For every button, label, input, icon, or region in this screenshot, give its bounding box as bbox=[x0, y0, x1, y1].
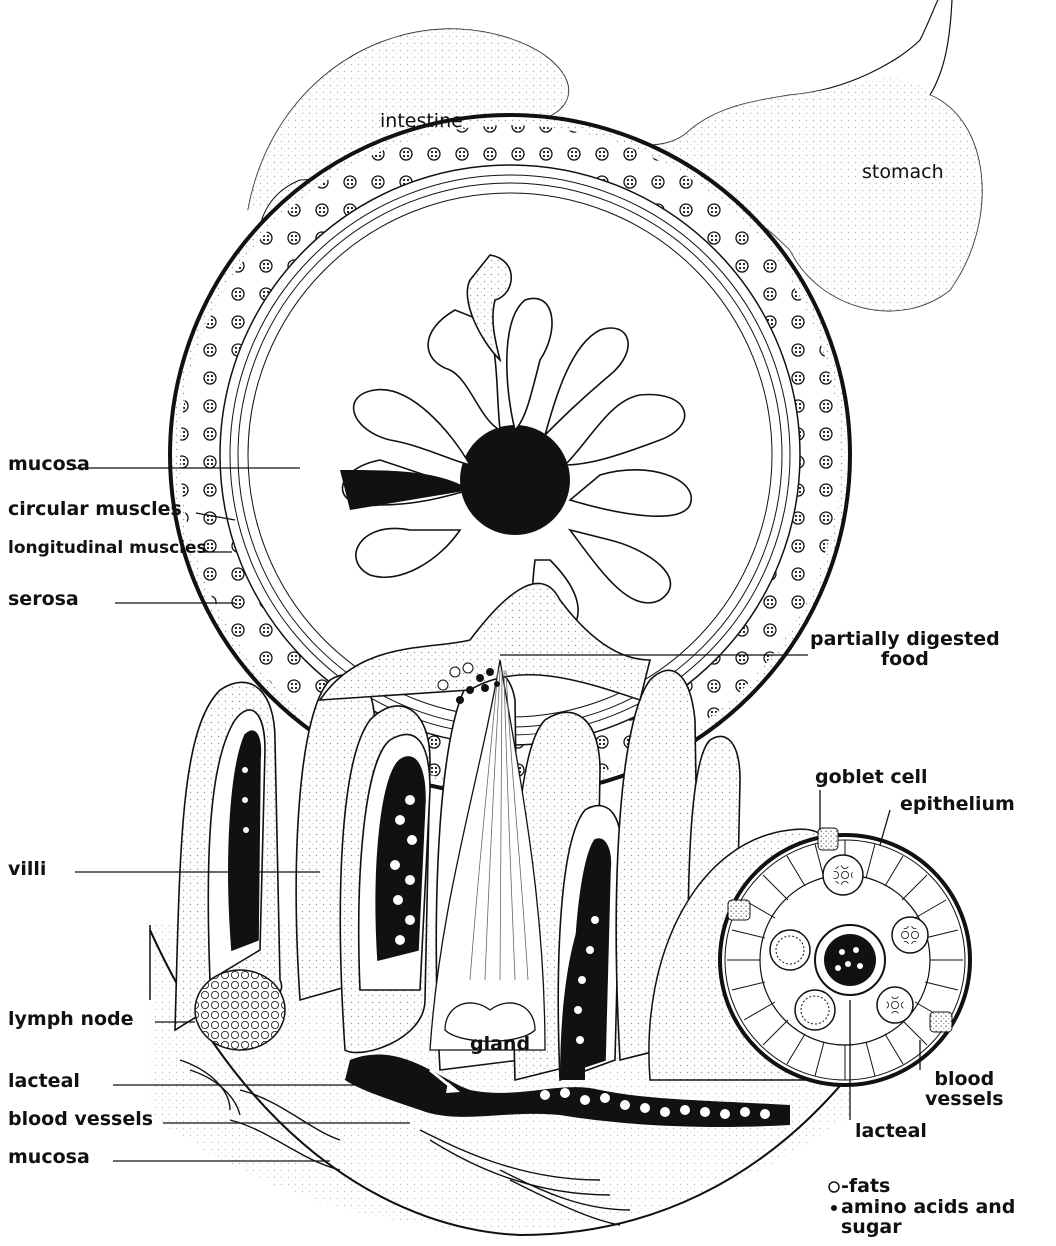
label-gland: gland bbox=[470, 1035, 530, 1054]
fats-marker bbox=[829, 1182, 839, 1192]
label-stomach: stomach bbox=[862, 163, 944, 182]
label-mucosa-top: mucosa bbox=[8, 455, 90, 474]
label-serosa: serosa bbox=[8, 590, 79, 609]
label-partially-digested-food: partially digested food bbox=[810, 630, 1000, 670]
label-circular-muscles: circular muscles bbox=[8, 500, 182, 519]
label-lacteal-right: lacteal bbox=[855, 1122, 927, 1141]
legend-fats: -fats bbox=[841, 1177, 890, 1196]
legend-amino-acids-and-sugar: amino acids and sugar bbox=[841, 1198, 1015, 1238]
label-mucosa-bottom: mucosa bbox=[8, 1148, 90, 1167]
label-epithelium: epithelium bbox=[900, 795, 1015, 814]
amino-marker bbox=[831, 1205, 837, 1211]
label-blood-vessels-left: blood vessels bbox=[8, 1110, 153, 1129]
label-lacteal-left: lacteal bbox=[8, 1072, 80, 1091]
label-villi: villi bbox=[8, 860, 46, 879]
label-lymph-node: lymph node bbox=[8, 1010, 134, 1029]
label-blood-vessels-right: blood vessels bbox=[925, 1070, 1004, 1110]
lymph-node bbox=[195, 970, 285, 1050]
label-goblet-cell: goblet cell bbox=[815, 768, 928, 787]
label-intestine: intestine bbox=[380, 112, 463, 131]
label-longitudinal-muscles: longitudinal muscles bbox=[8, 540, 207, 557]
